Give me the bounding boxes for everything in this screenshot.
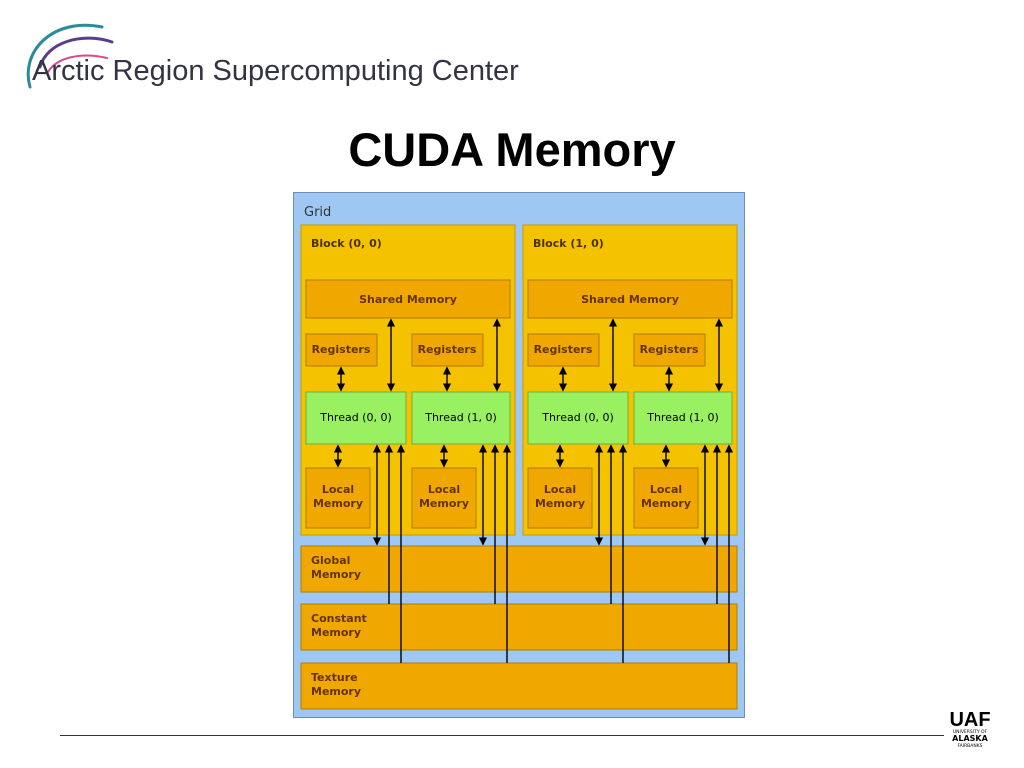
local-memory (305, 467, 371, 529)
constant-memory-label: Memory (311, 626, 361, 639)
registers (305, 333, 378, 367)
org-name: Arctic Region Supercomputing Center (32, 55, 519, 87)
registers-label: Registers (312, 343, 371, 356)
shared-memory (305, 279, 511, 319)
registers (411, 333, 484, 367)
block-1-0: Block (1, 0) Shared Memory Registers Reg… (522, 224, 738, 536)
uaf-mark: UAF (949, 709, 990, 731)
block-label: Block (1, 0) (533, 237, 604, 250)
arsc-logo: Arctic Region Supercomputing Center (12, 12, 572, 92)
registers-label: Registers (640, 343, 699, 356)
cuda-memory-diagram: Grid Block (0, 0) Shared Memory Register… (293, 192, 745, 718)
uaf-line1: UNIVERSITY OF (953, 729, 988, 735)
thread-label: Thread (1, 0) (646, 411, 719, 424)
thread (305, 391, 407, 445)
thread (633, 391, 733, 445)
constant-memory-label: Constant (311, 612, 367, 625)
constant-memory (300, 603, 738, 651)
uaf-line2: ALASKA (952, 734, 988, 743)
local-memory-label: Memory (419, 497, 469, 510)
registers-label: Registers (418, 343, 477, 356)
registers (527, 333, 600, 367)
global-memory-label: Global (311, 554, 350, 567)
thread-label: Thread (0, 0) (541, 411, 614, 424)
thread (411, 391, 511, 445)
registers (633, 333, 706, 367)
local-memory-label: Memory (641, 497, 691, 510)
arsc-arc-icon (26, 23, 114, 89)
thread-label: Thread (1, 0) (424, 411, 497, 424)
shared-memory-label: Shared Memory (359, 293, 457, 306)
local-memory-label: Local (544, 483, 576, 496)
registers-label: Registers (534, 343, 593, 356)
shared-memory (527, 279, 733, 319)
grid-label: Grid (304, 205, 331, 220)
texture-memory (300, 662, 738, 710)
local-memory-label: Memory (313, 497, 363, 510)
local-memory (633, 467, 699, 529)
slide-title: CUDA Memory (348, 123, 676, 176)
thread (527, 391, 629, 445)
local-memory (411, 467, 477, 529)
local-memory-label: Local (428, 483, 460, 496)
local-memory-label: Memory (535, 497, 585, 510)
global-memory-label: Memory (311, 568, 361, 581)
thread-label: Thread (0, 0) (319, 411, 392, 424)
global-memory (300, 545, 738, 593)
texture-memory-label: Memory (311, 685, 361, 698)
local-memory-label: Local (322, 483, 354, 496)
block-label: Block (0, 0) (311, 237, 382, 250)
local-memory-label: Local (650, 483, 682, 496)
arrows (333, 318, 734, 663)
texture-memory-label: Texture (311, 671, 358, 684)
uaf-logo: UAF UNIVERSITY OF ALASKA FAIRBANKS (944, 706, 996, 750)
uaf-line3: FAIRBANKS (957, 743, 982, 749)
local-memory (527, 467, 593, 529)
footer-divider (60, 735, 944, 736)
shared-memory-label: Shared Memory (581, 293, 679, 306)
